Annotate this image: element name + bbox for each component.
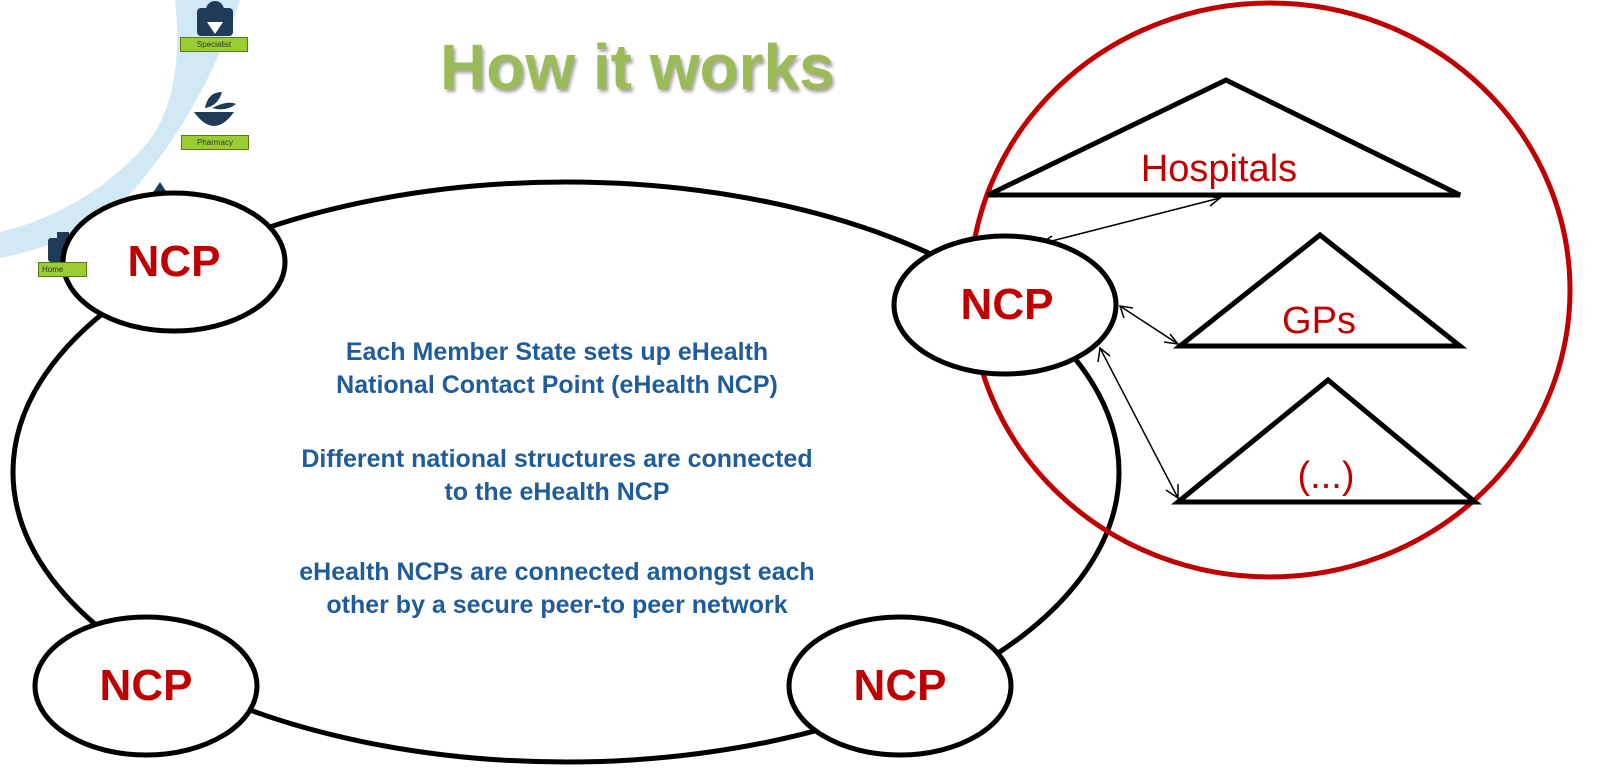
ncp-label-top-left: NCP [127,237,221,286]
description-line-1: Each Member State sets up eHealth [345,338,769,366]
ncp-label-bottom-left: NCP [99,661,193,710]
description-line-2: National Contact Point (eHealth NCP) [336,371,778,399]
description-line-5: eHealth NCPs are connected amongst each [299,558,815,586]
other-structures-label: (...) [1297,455,1355,497]
hospitals-triangle [986,77,1462,198]
description-line-3: Different national structures are connec… [301,445,813,473]
ncp-label-bottom-right: NCP [853,661,947,710]
home-tag: Home [38,262,87,277]
page-title: How it works [440,31,835,103]
specialist-tag: Specialist [180,37,248,52]
pharmacy-tag: Pharmacy [181,135,249,150]
ncp-ellipse-bottom-right [786,614,1014,758]
hospitals-label: Hospitals [1140,148,1298,190]
description-line-6: other by a secure peer-to peer network [326,591,788,619]
pharmacy-icon [194,92,236,126]
gps-label: GPs [1282,300,1356,342]
description-line-4: to the eHealth NCP [444,478,670,506]
background-arc [0,0,240,258]
other-triangle [1170,376,1482,505]
ncp-label-right: NCP [960,280,1054,329]
gps-triangle [1172,231,1468,349]
specialist-icon [197,1,233,36]
ncp-ellipse-right [891,233,1119,377]
ncp-ellipse-bottom-left [32,614,260,758]
member-state-network-ellipse [10,179,1122,765]
